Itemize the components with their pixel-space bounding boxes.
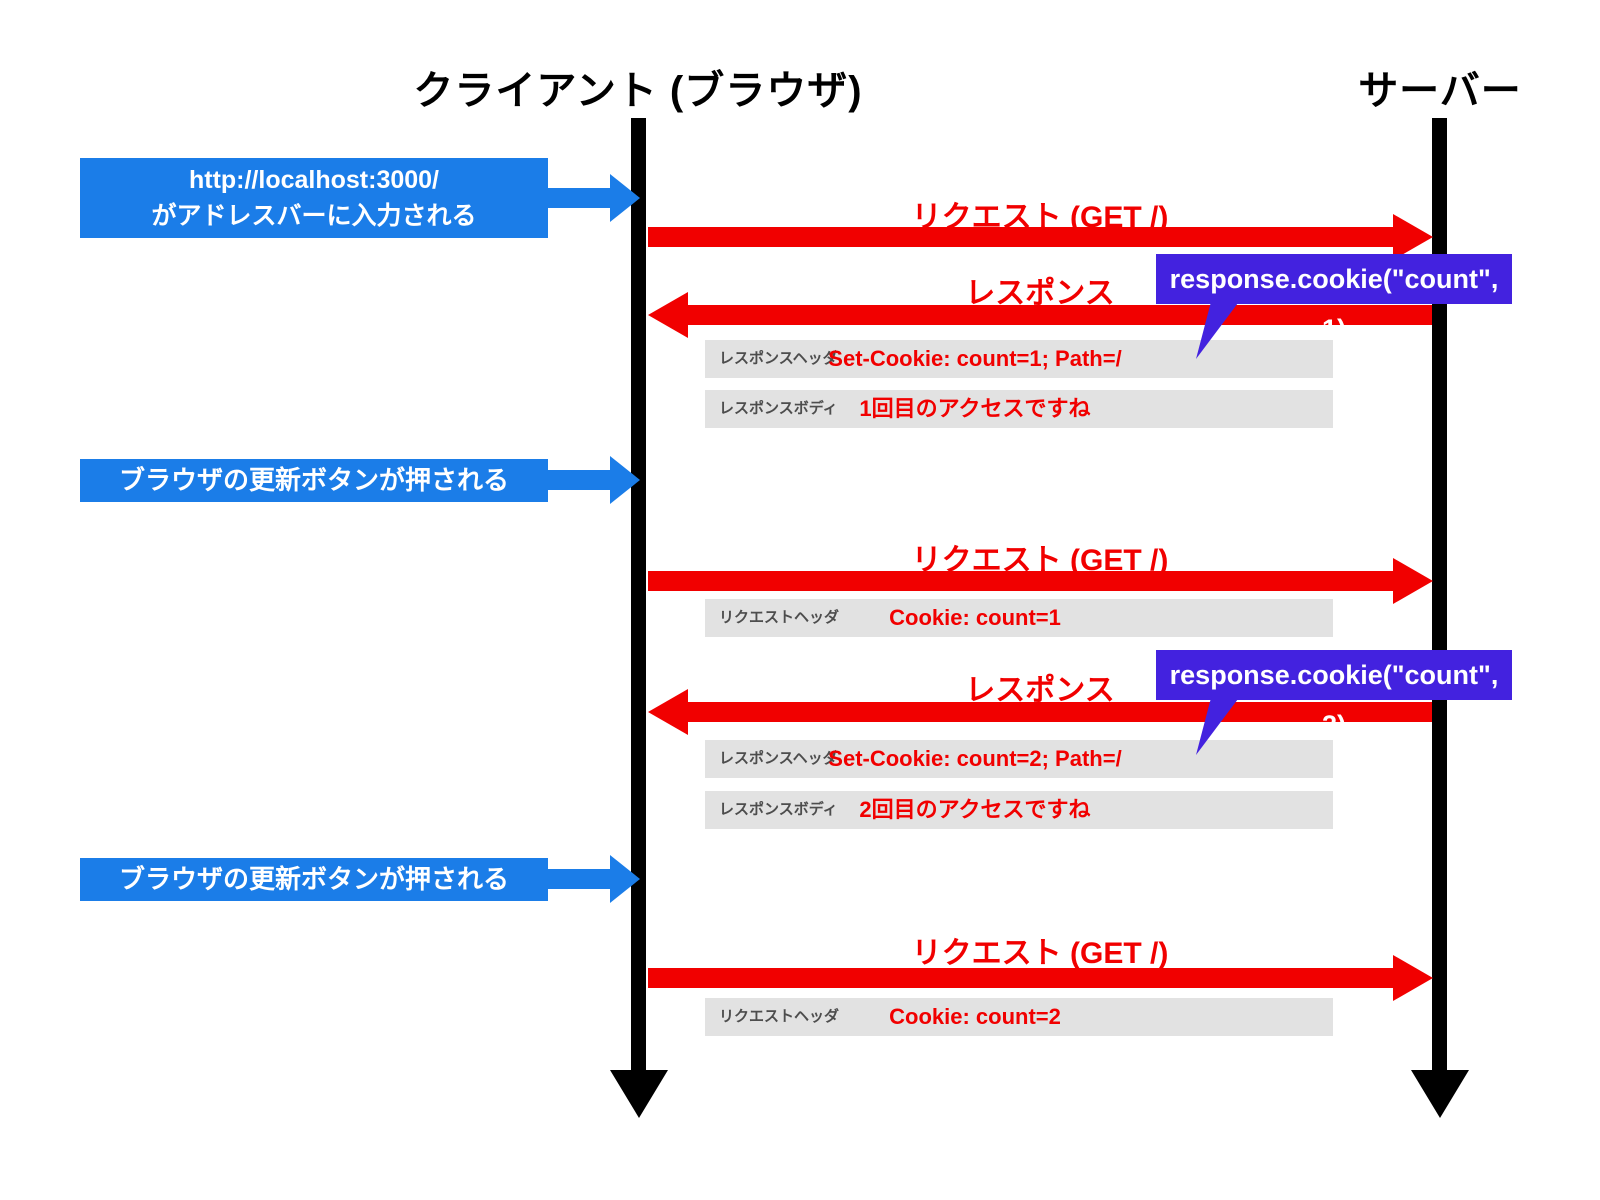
response-body-row-2: レスポンスボディ 2回目のアクセスですね bbox=[705, 791, 1333, 829]
row-value: Set-Cookie: count=2; Path=/ bbox=[828, 746, 1122, 771]
request-1-arrow bbox=[648, 227, 1393, 247]
event-text-line-1: http://localhost:3000/ bbox=[188, 165, 440, 194]
row-value: Cookie: count=2 bbox=[889, 1004, 1061, 1029]
event-text-line-2: がアドレスバーに入力される bbox=[151, 202, 477, 230]
client-event-3-arrow bbox=[548, 869, 610, 889]
response-2-arrow bbox=[688, 702, 1432, 722]
response-2-arrowhead-icon bbox=[648, 689, 688, 735]
row-label: レスポンスボディ bbox=[719, 400, 838, 417]
row-value: Set-Cookie: count=1; Path=/ bbox=[828, 346, 1122, 371]
client-lifeline-title: クライアント (ブラウザ) bbox=[413, 69, 863, 113]
client-event-1-arrowhead-icon bbox=[610, 174, 640, 222]
client-event-2-arrow bbox=[548, 470, 610, 490]
client-event-refresh-1: ブラウザの更新ボタンが押される bbox=[80, 459, 548, 502]
server-lifeline-arrowhead-icon bbox=[1411, 1070, 1469, 1118]
server-lifeline-title: サーバー bbox=[1358, 69, 1522, 113]
request-3-arrowhead-icon bbox=[1393, 955, 1433, 1001]
request-1-arrowhead-icon bbox=[1393, 214, 1433, 260]
client-lifeline bbox=[631, 118, 646, 1070]
row-label: リクエストヘッダ bbox=[719, 1008, 840, 1025]
row-value: 1回目のアクセスですね bbox=[859, 396, 1091, 421]
row-label: レスポンスヘッダ bbox=[719, 750, 838, 767]
response-2-label: レスポンス bbox=[965, 674, 1115, 707]
request-2-arrowhead-icon bbox=[1393, 558, 1433, 604]
event-text: ブラウザの更新ボタンが押される bbox=[118, 464, 509, 495]
server-code-callout-2: response.cookie("count", 2) bbox=[1156, 650, 1512, 740]
row-label: レスポンスヘッダ bbox=[719, 350, 838, 367]
request-2-arrow bbox=[648, 571, 1393, 591]
row-label: リクエストヘッダ bbox=[719, 609, 840, 626]
client-lifeline-arrowhead-icon bbox=[610, 1070, 668, 1118]
client-event-url-entered: http://localhost:3000/ がアドレスバーに入力される bbox=[80, 158, 548, 238]
request-3-arrow bbox=[648, 968, 1393, 988]
request-header-row-1: リクエストヘッダ Cookie: count=1 bbox=[705, 599, 1333, 637]
server-lifeline bbox=[1432, 118, 1447, 1070]
client-event-2-arrowhead-icon bbox=[610, 456, 640, 504]
row-value: Cookie: count=1 bbox=[889, 605, 1061, 630]
request-header-row-2: リクエストヘッダ Cookie: count=2 bbox=[705, 998, 1333, 1036]
client-event-3-arrowhead-icon bbox=[610, 855, 640, 903]
client-event-refresh-2: ブラウザの更新ボタンが押される bbox=[80, 858, 548, 901]
server-code-callout-1: response.cookie("count", 1) bbox=[1156, 254, 1512, 344]
client-event-1-arrow bbox=[548, 188, 610, 208]
response-body-row-1: レスポンスボディ 1回目のアクセスですね bbox=[705, 390, 1333, 428]
response-header-row-1: レスポンスヘッダ Set-Cookie: count=1; Path=/ bbox=[705, 340, 1333, 378]
row-value: 2回目のアクセスですね bbox=[859, 797, 1091, 822]
event-text: ブラウザの更新ボタンが押される bbox=[118, 863, 509, 894]
response-1-label: レスポンス bbox=[965, 277, 1115, 310]
response-1-arrowhead-icon bbox=[648, 292, 688, 338]
row-label: レスポンスボディ bbox=[719, 801, 838, 818]
response-header-row-2: レスポンスヘッダ Set-Cookie: count=2; Path=/ bbox=[705, 740, 1333, 778]
response-1-arrow bbox=[688, 305, 1432, 325]
request-3-label: リクエスト (GET /) bbox=[911, 937, 1169, 970]
